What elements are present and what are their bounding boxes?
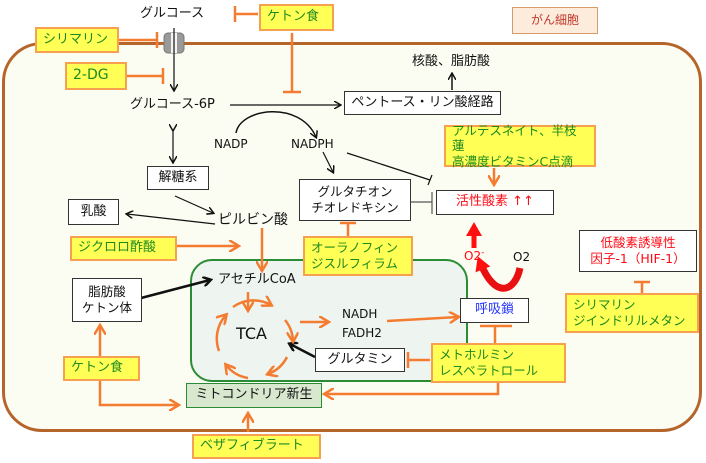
glucose-6p-label: グルコース-6P bbox=[130, 97, 215, 112]
silymarin-dim-box: シリマリン ジインドリルメタン bbox=[565, 293, 699, 333]
glutathione-box: グルタチオン チオレドキシン bbox=[299, 179, 411, 221]
lactate-box: 乳酸 bbox=[68, 199, 119, 225]
acetyl-coa-label: アセチルCoA bbox=[218, 272, 296, 287]
hif1-box: 低酸素誘導性 因子-1（HIF-1） bbox=[579, 230, 697, 272]
cancer-cell-label: がん細胞 bbox=[512, 7, 598, 34]
respiratory-chain-box: 呼吸鎖 bbox=[460, 298, 529, 323]
nadph-label: NADPH bbox=[291, 137, 334, 151]
oxygen-label: O2 bbox=[513, 250, 531, 264]
auranofin-disulfiram-box: オーラノフィン ジスルフィラム bbox=[303, 236, 413, 276]
tca-label: TCA bbox=[236, 324, 267, 343]
superoxide-label: O2- bbox=[464, 248, 485, 263]
nucleic-fatty-acid-label: 核酸、脂肪酸 bbox=[412, 54, 491, 69]
pentose-phosphate-box: ペントース・リン酸経路 bbox=[344, 91, 501, 115]
bezafibrate-box: ベザフィブラート bbox=[192, 434, 321, 459]
glycolysis-box: 解糖系 bbox=[147, 166, 209, 190]
silymarin-top-box: シリマリン bbox=[35, 27, 119, 53]
pyruvate-label: ピルビン酸 bbox=[218, 212, 288, 228]
mitochondrial-biogenesis-box: ミトコンドリア新生 bbox=[186, 383, 322, 408]
glucose-label: グルコース bbox=[140, 6, 205, 21]
metformin-resveratrol-box: メトホルミン レスベラトロール bbox=[431, 343, 566, 383]
nadh-fadh2-label: NADH FADH2 bbox=[342, 307, 382, 340]
ketogenic-diet-bottom-box: ケトン食 bbox=[63, 356, 140, 381]
nadp-label: NADP bbox=[214, 137, 248, 151]
ketogenic-diet-top-box: ケトン食 bbox=[259, 4, 334, 31]
dichloroacetate-box: ジクロロ酢酸 bbox=[70, 236, 177, 261]
ros-box: 活性酸素 ↑↑ bbox=[436, 190, 554, 215]
fatty-acid-ketone-box: 脂肪酸 ケトン体 bbox=[72, 278, 142, 322]
glutamine-box: グルタミン bbox=[315, 348, 405, 372]
2dg-box: 2-DG bbox=[65, 62, 127, 90]
artesunate-vitc-box: アルテスネイト、半枝蓮 高濃度ビタミンC点滴 bbox=[444, 123, 596, 169]
